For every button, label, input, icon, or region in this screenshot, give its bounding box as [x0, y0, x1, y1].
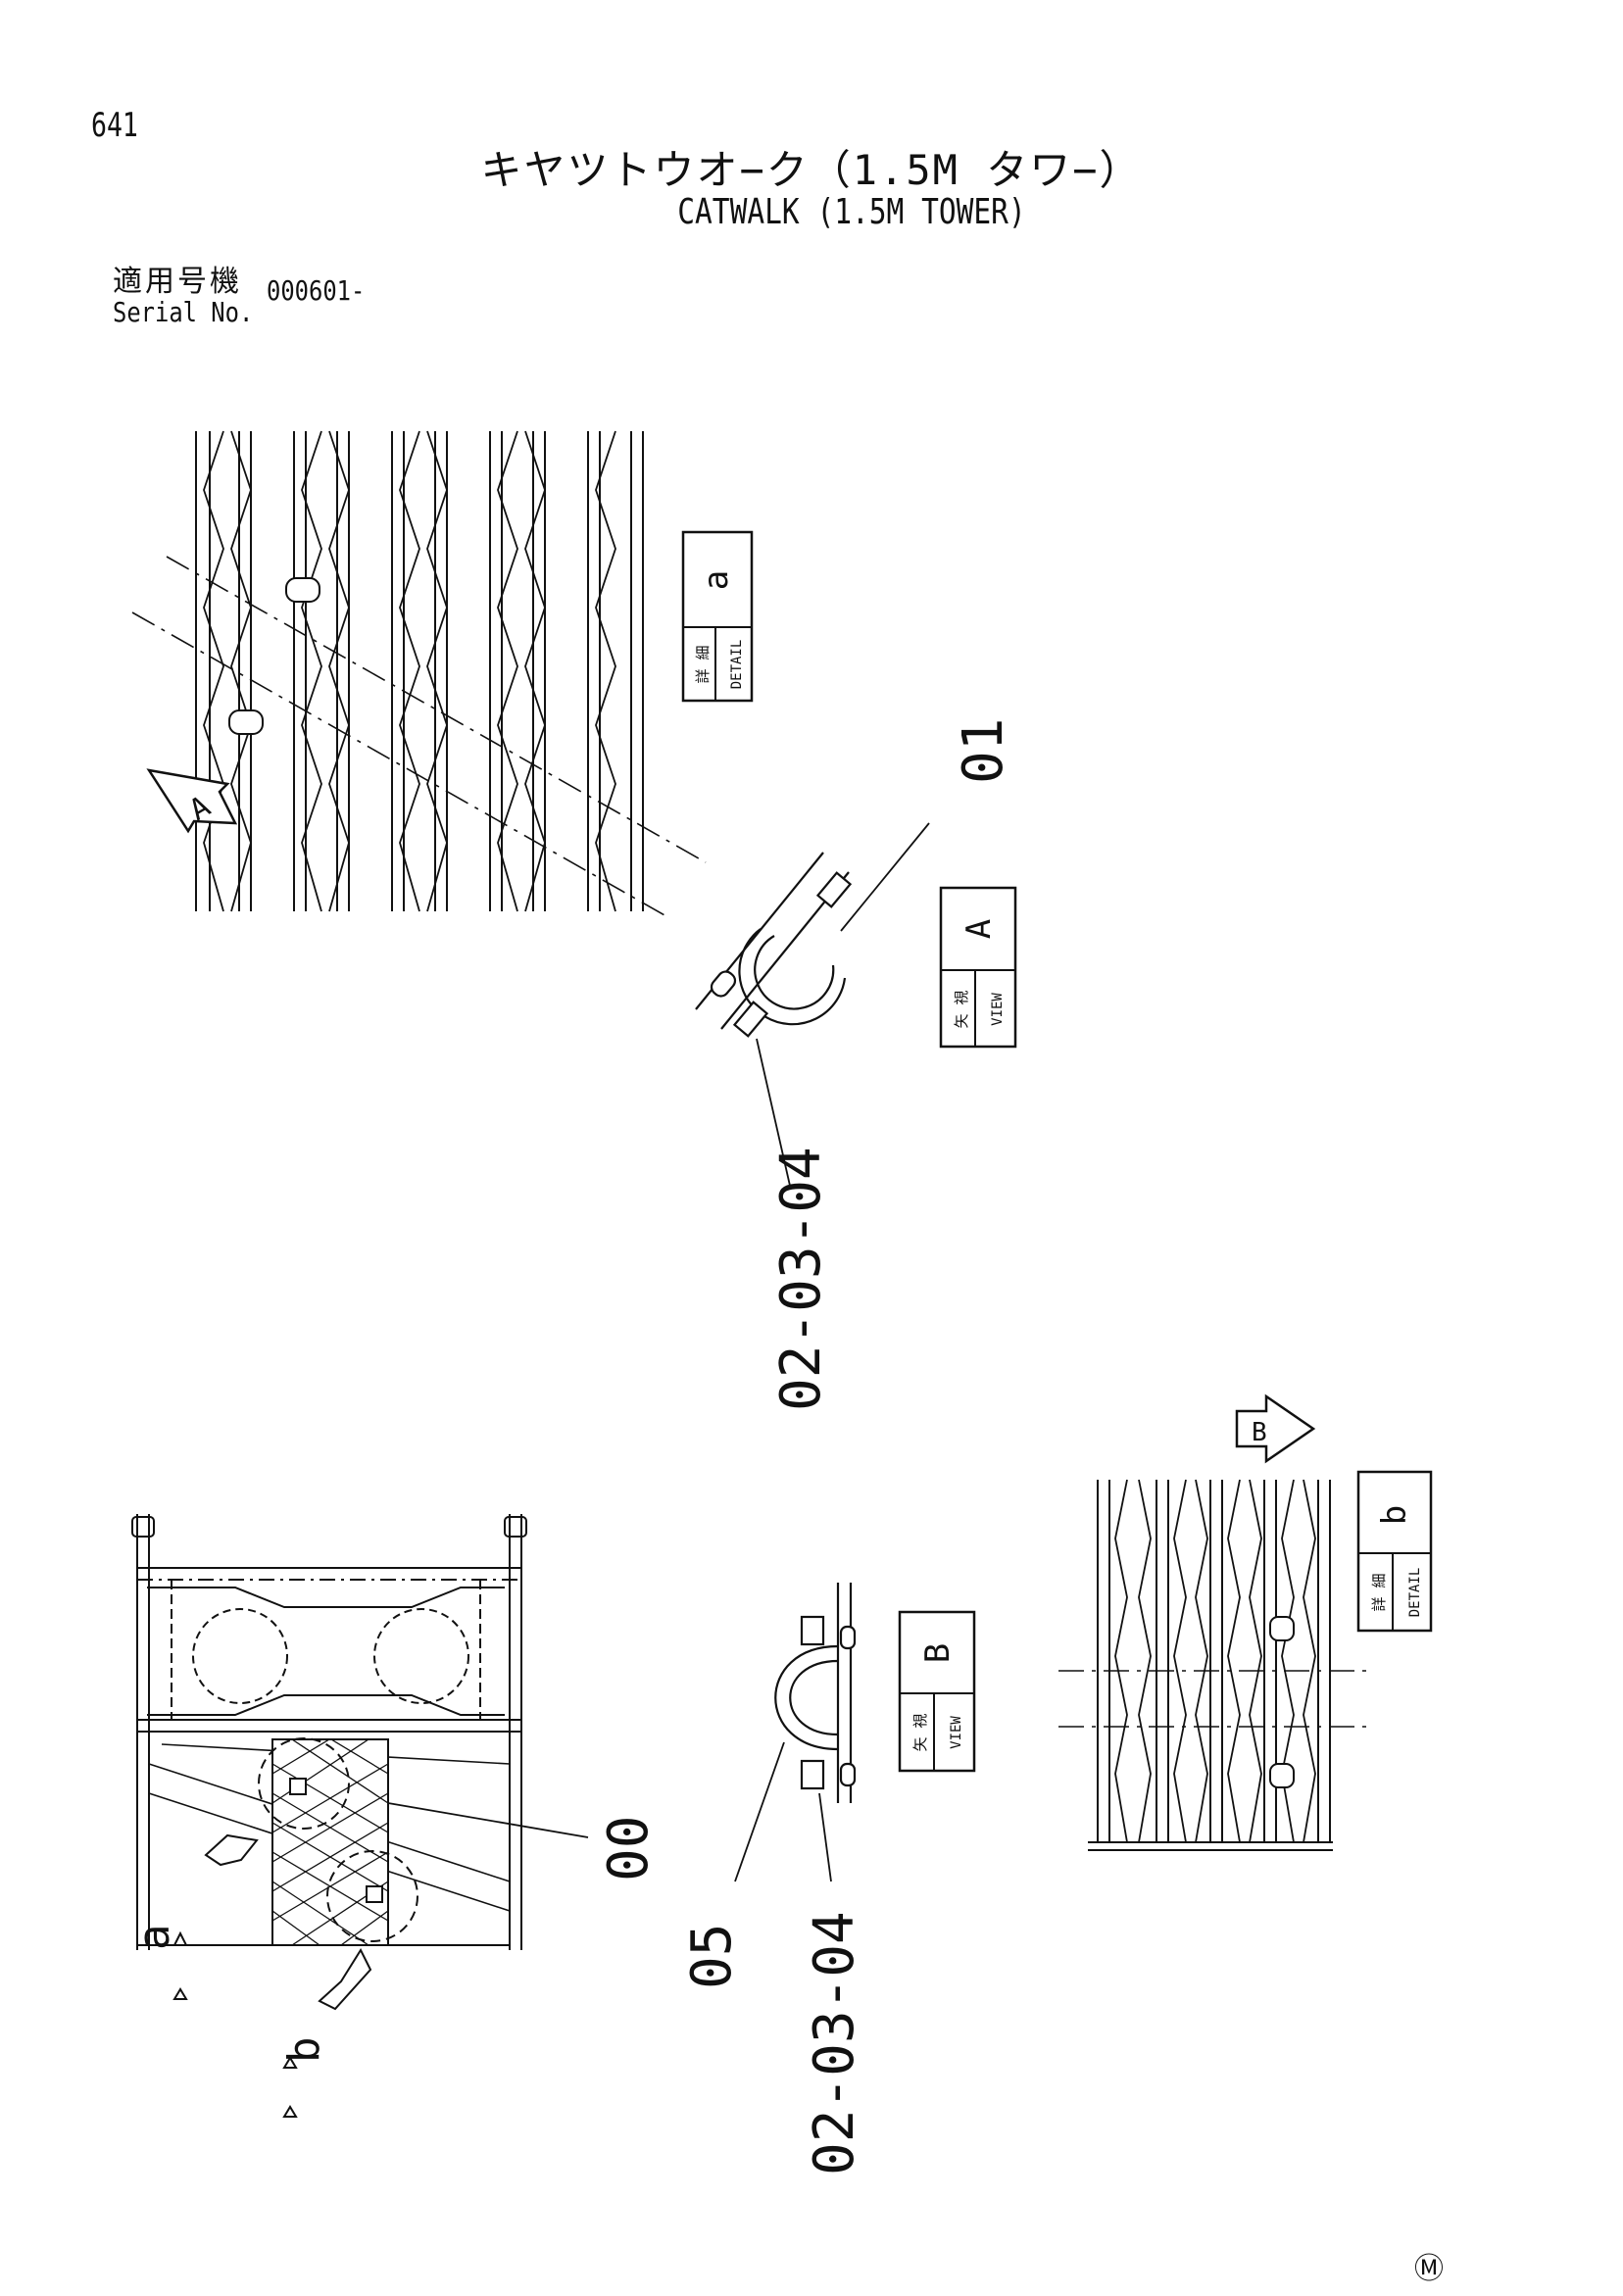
detail-b-letter: b [1375, 1505, 1414, 1525]
callout-00: 00 [597, 1816, 661, 1881]
serial-label-japanese: 適用号機 [113, 265, 242, 299]
callout-02-03-04-top: 02-03-04 [769, 1147, 833, 1411]
view-a-letter: A [959, 919, 999, 939]
view-b-label-box: B 矢 視 VIEW [898, 1610, 976, 1773]
view-b-clamp [734, 1583, 857, 1882]
serial-number-value: 000601- [267, 274, 366, 307]
view-arrow-b-label: B [1252, 1418, 1267, 1447]
detail-a-grating: A [131, 430, 707, 917]
detail-b-label-box: b 詳 細 DETAIL [1356, 1470, 1433, 1633]
title-english: CATWALK (1.5M TOWER) [677, 192, 1026, 232]
detail-b-grating: B [1058, 1393, 1372, 1851]
tower-assembly: a b [129, 1514, 589, 2118]
detail-a-label-box: a 詳 細 DETAIL [681, 530, 754, 703]
view-a-clamp [695, 822, 930, 1187]
detail-a-en: DETAIL [729, 640, 745, 690]
page-number: 641 [91, 106, 138, 145]
detail-b-jp: 詳 細 [1370, 1573, 1388, 1611]
view-a-label-box: A 矢 視 VIEW [939, 886, 1017, 1049]
view-b-letter: B [918, 1643, 958, 1663]
callout-01: 01 [952, 718, 1015, 784]
detail-b-en: DETAIL [1407, 1568, 1423, 1618]
callout-02-03-04-bottom: 02-03-04 [803, 1911, 866, 2175]
copyright-mark-icon: Ⓜ [1414, 2252, 1444, 2286]
view-b-jp: 矢 視 [911, 1713, 929, 1751]
view-b-en: VIEW [949, 1716, 964, 1749]
detail-a-letter: a [697, 570, 736, 590]
section-b-label: b [279, 2037, 329, 2064]
callout-05: 05 [680, 1924, 744, 1989]
detail-a-jp: 詳 細 [694, 645, 712, 683]
serial-label-english: Serial No. [113, 296, 254, 328]
title-japanese: キヤツトウオ−ク（1.5M タワ−） [480, 146, 1143, 194]
view-a-jp: 矢 視 [953, 990, 970, 1028]
section-a-label: a [129, 1925, 179, 1951]
view-a-en: VIEW [990, 993, 1006, 1026]
